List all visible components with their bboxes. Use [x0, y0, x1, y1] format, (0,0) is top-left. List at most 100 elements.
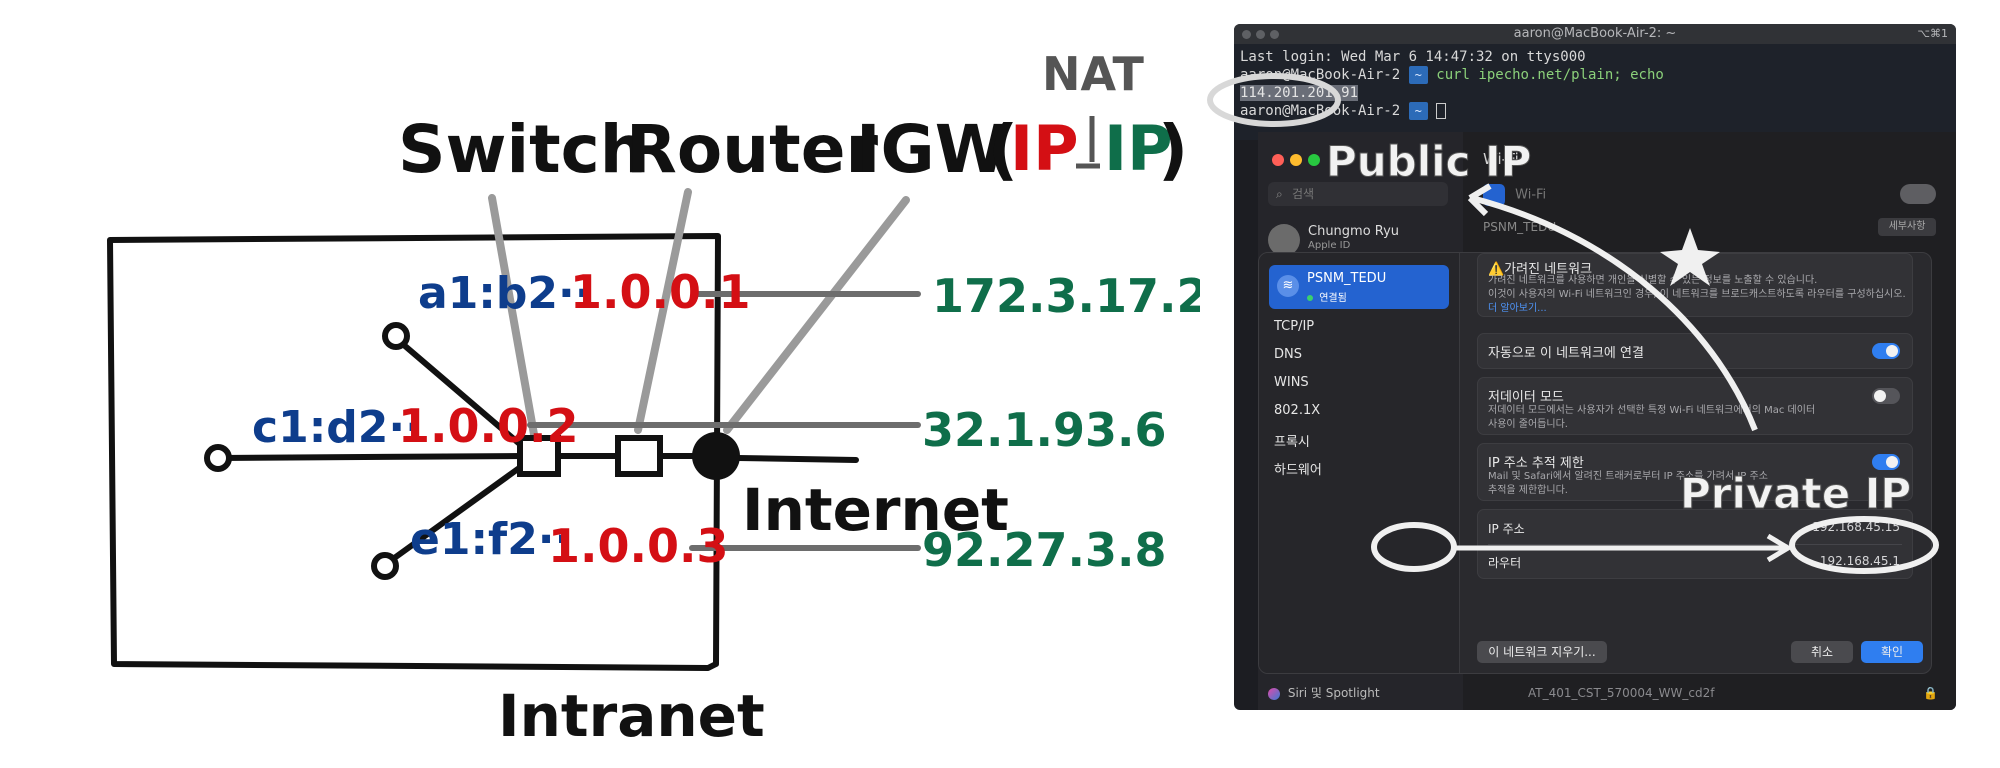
host1-public-ip: 172.3.17.2	[932, 269, 1200, 323]
siri-label: Siri 및 Spotlight	[1287, 686, 1380, 700]
search-icon: ⌕	[1276, 187, 1283, 201]
host-node-top	[382, 322, 410, 350]
user-sub: Apple ID	[1308, 240, 1351, 251]
sidebar-item-siri[interactable]: Siri 및 Spotlight	[1268, 684, 1380, 701]
low-data-desc-2: 사용이 줄어듭니다.	[1488, 419, 1568, 430]
limit-ip-toggle[interactable]	[1872, 454, 1900, 470]
command-line: aaron@MacBook-Air-2 ~ curl ipecho.net/pl…	[1240, 66, 1950, 84]
switch-device	[517, 435, 561, 477]
limit-ip-desc-2: 추적을 제한합니다.	[1488, 485, 1568, 496]
sheet-tab-proxy[interactable]: 프록시	[1274, 435, 1310, 450]
host1-mac: a1:b2··	[418, 268, 591, 319]
switch-pointer	[488, 194, 539, 444]
pointer-lines	[488, 188, 910, 444]
limit-ip-title: IP 주소 추적 제한	[1488, 456, 1584, 471]
nat-label: NAT	[1042, 47, 1145, 101]
sheet-tab-wins[interactable]: WINS	[1274, 375, 1309, 390]
wire-host-left	[217, 453, 525, 461]
terminal-cursor	[1436, 103, 1447, 119]
wires	[217, 337, 859, 567]
settings-minimize-button[interactable]	[1290, 154, 1302, 166]
prompt2-dir: ~	[1408, 102, 1428, 120]
user-name: Chungmo Ryu	[1308, 224, 1400, 239]
terminal-zoom-button[interactable]	[1270, 30, 1279, 39]
igw-pointer	[723, 196, 910, 434]
router-device	[615, 435, 663, 477]
host2-public-ip: 32.1.93.6	[922, 403, 1166, 457]
igw-label: IGW	[856, 111, 1008, 188]
terminal-titlebar: aaron@MacBook-Air-2: ~ ⌥⌘1	[1234, 24, 1956, 44]
host-node-bottom	[371, 552, 399, 580]
screenshot-panel: aaron@MacBook-Air-2: ~ ⌥⌘1 Last login: W…	[1234, 24, 1956, 710]
other-network-name: AT_401_CST_570004_WW_cd2f	[1528, 686, 1715, 700]
public-ip-label: IP	[1104, 112, 1173, 185]
nat-mapping-lines	[527, 291, 921, 551]
router-value: 192.168.45.1	[1819, 554, 1900, 568]
prompt-user: aaron@MacBook-Air-2	[1240, 67, 1401, 83]
command-text: curl ipecho.net/plain; echo	[1436, 67, 1664, 83]
cancel-button[interactable]: 취소	[1791, 641, 1853, 663]
router-label: Router	[626, 111, 878, 188]
wire-igw-internet	[735, 455, 859, 463]
network-diagram: Switch Router IGW ( IP IP ) NAT a1:b2·· …	[107, 47, 1200, 750]
auto-join-label: 자동으로 이 네트워크에 연결	[1488, 346, 1644, 361]
host2-mac: c1:d2··	[252, 402, 422, 453]
sheet-tab-8021x[interactable]: 802.1X	[1274, 403, 1321, 418]
router-label: 라우터	[1488, 556, 1522, 570]
host3-public-ip: 92.27.3.8	[922, 523, 1166, 577]
sheet-network-card[interactable]: ≋ PSNM_TEDU 연결됨	[1269, 265, 1449, 309]
auto-join-row: 자동으로 이 네트워크에 연결	[1477, 333, 1913, 369]
settings-search-input[interactable]: ⌕ 검색	[1268, 182, 1448, 206]
ip-info-divider	[1488, 544, 1902, 545]
settings-close-button[interactable]	[1272, 154, 1284, 166]
sheet-network-status: 연결됨	[1307, 289, 1347, 304]
host3-mac: e1:f2··	[410, 514, 571, 565]
learn-more-link[interactable]: 더 알아보기...	[1488, 303, 1547, 314]
other-network-lock-icon: 🔒	[1923, 686, 1938, 700]
auto-join-toggle[interactable]	[1872, 343, 1900, 359]
limit-ip-desc-1: Mail 및 Safari에서 알려진 트래커로부터 IP 주소를 가려서 IP…	[1488, 471, 1768, 482]
intranet-boundary	[107, 233, 721, 671]
ip-address-label: IP 주소	[1488, 522, 1525, 536]
ip-info-panel: IP 주소 192.168.45.15 라우터 192.168.45.1	[1477, 509, 1913, 579]
wire-host-top	[395, 337, 525, 449]
status-dot-icon	[1307, 295, 1313, 301]
router-pointer	[634, 188, 692, 434]
terminal-body[interactable]: Last login: Wed Mar 6 14:47:32 on ttys00…	[1234, 44, 1956, 140]
hidden-network-desc-1: 가려진 네트워크를 사용하면 개인을 식별할 수 있는 정보를 노출할 수 있습…	[1488, 275, 1818, 286]
command-output: 114.201.201.91	[1240, 85, 1359, 101]
terminal-minimize-button[interactable]	[1256, 30, 1265, 39]
wifi-row-label: Wi-Fi	[1515, 187, 1547, 203]
hidden-network-desc-2: 이것이 사용자의 Wi-Fi 네트워크인 경우, 이 네트워크를 브로드캐스트하…	[1488, 289, 1906, 300]
settings-window-title: Wi-Fi	[1483, 150, 1519, 168]
wifi-row: Wi-Fi	[1483, 184, 1546, 206]
sheet-tab-dns[interactable]: DNS	[1274, 347, 1302, 362]
prompt-line-2: aaron@MacBook-Air-2 ~	[1240, 102, 1950, 120]
prompt-dir: ~	[1408, 66, 1428, 84]
network-details-button[interactable]: 세부사항	[1878, 218, 1936, 236]
low-data-desc-1: 저데이터 모드에서는 사용자가 선택한 특정 Wi-Fi 네트워크에서의 Mac…	[1488, 405, 1816, 416]
settings-zoom-button[interactable]	[1308, 154, 1320, 166]
terminal-title: aaron@MacBook-Air-2: ~	[1513, 26, 1677, 41]
low-data-row: 저데이터 모드 저데이터 모드에서는 사용자가 선택한 특정 Wi-Fi 네트워…	[1477, 377, 1913, 435]
sheet-tab-hardware[interactable]: 하드웨어	[1274, 463, 1322, 478]
forget-network-button[interactable]: 이 네트워크 지우기...	[1477, 641, 1607, 663]
wifi-master-toggle[interactable]	[1900, 184, 1936, 204]
avatar[interactable]	[1268, 224, 1300, 256]
sheet-sidebar: ≋ PSNM_TEDU 연결됨 TCP/IP DNS WINS 802.1X 프…	[1259, 253, 1460, 673]
igw-paren-open: (	[988, 111, 1018, 188]
terminal-close-button[interactable]	[1242, 30, 1251, 39]
search-placeholder: 검색	[1292, 187, 1315, 201]
hidden-network-panel: ⚠️가려진 네트워크 가려진 네트워크를 사용하면 개인을 식별할 수 있는 정…	[1477, 253, 1913, 317]
host1-private-ip: 1.0.0.1	[570, 265, 750, 319]
login-line: Last login: Wed Mar 6 14:47:32 on ttys00…	[1240, 49, 1586, 65]
terminal-shortcut: ⌥⌘1	[1917, 27, 1948, 40]
siri-icon	[1268, 687, 1280, 700]
ok-button[interactable]: 확인	[1861, 641, 1923, 663]
system-settings-window: ⌕ 검색 Chungmo Ryu Apple ID Siri 및 Spotlig…	[1258, 132, 1956, 710]
host-node-left	[204, 444, 232, 472]
low-data-toggle[interactable]	[1872, 388, 1900, 404]
private-ip-label: IP	[1010, 112, 1079, 185]
wifi-icon	[1483, 184, 1505, 206]
sheet-tab-tcpip[interactable]: TCP/IP	[1274, 319, 1315, 334]
